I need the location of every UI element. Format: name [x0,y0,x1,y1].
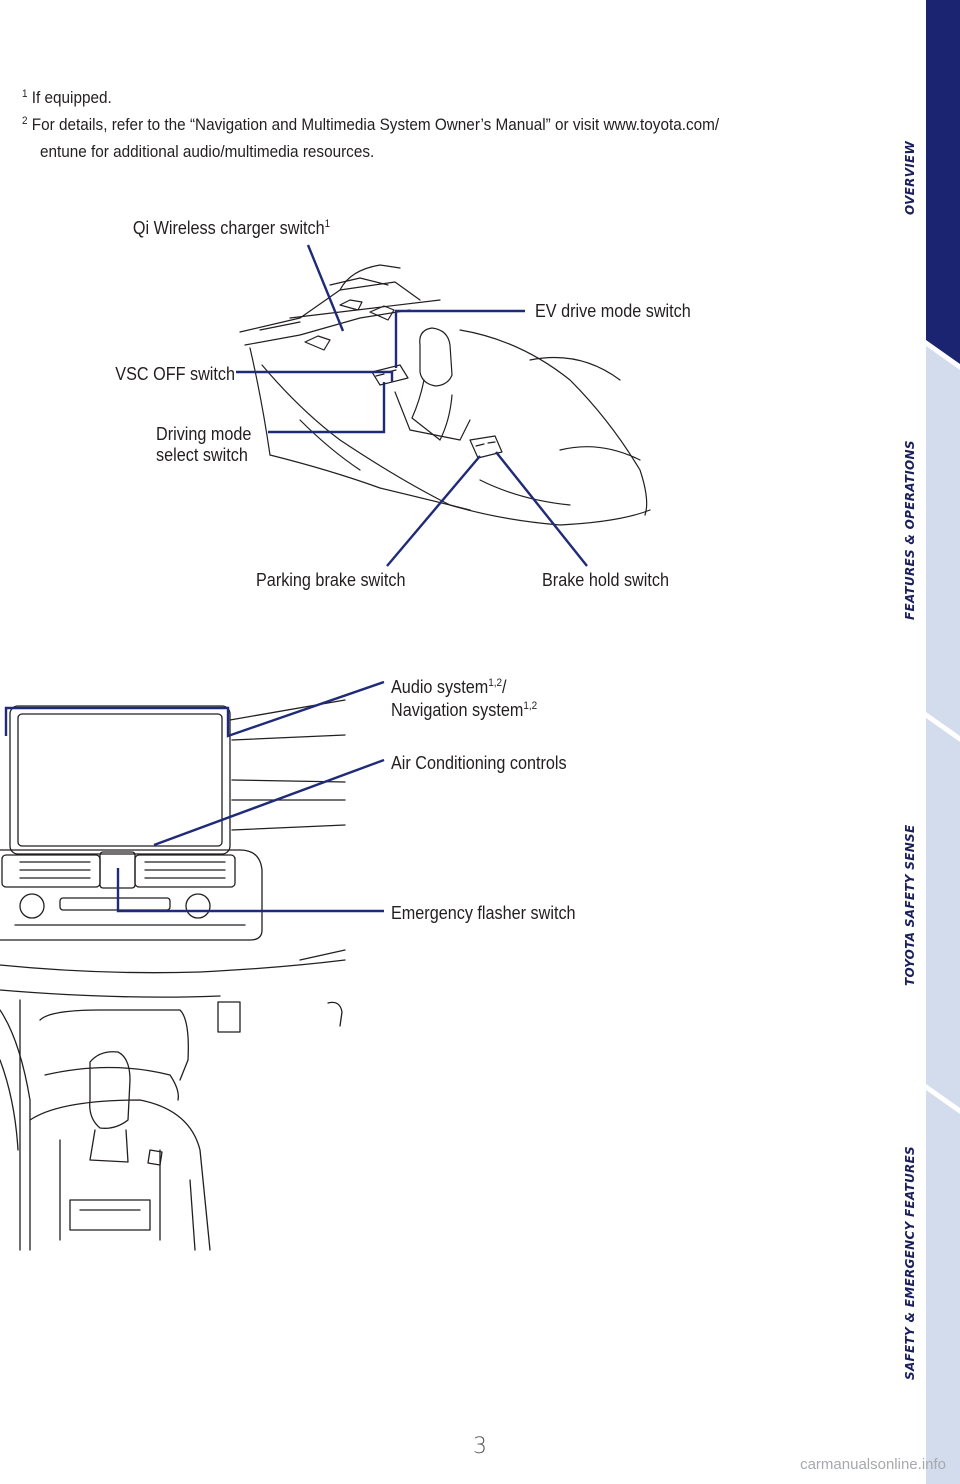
leader-vsc [236,370,394,382]
tab-safety-sense-shape [926,718,960,1108]
label-qi-wireless-charger: Qi Wireless charger switch1 [132,218,330,238]
label-vsc-off: VSC OFF switch [115,364,235,384]
dashboard-illustration [0,244,651,1251]
label-parking-brake: Parking brake switch [256,570,406,590]
footnote-2-continued: entune for additional audio/multimedia r… [40,142,375,161]
tab-safety-emergency-features[interactable]: SAFETY & EMERGENCY FEATURES [903,1145,917,1380]
leader-ev [394,309,525,368]
leader-drive-mode [268,382,386,434]
tab-toyota-safety-sense[interactable]: TOYOTA SAFETY SENSE [903,824,917,987]
tab-features-operations[interactable]: FEATURES & OPERATIONS [903,440,917,620]
label-ev-drive-mode: EV drive mode switch [535,301,691,321]
label-air-conditioning: Air Conditioning controls [391,753,567,773]
tab-safety-emergency-shape [926,1090,960,1484]
leader-ac [153,758,385,847]
leader-brake-hold [495,451,588,567]
tab-features-shape [926,346,960,736]
label-driving-mode-line1: Driving mode [156,424,252,444]
watermark: carmanualsonline.info [800,1456,946,1473]
label-emergency-flasher: Emergency flasher switch [391,903,576,923]
label-audio-system: Audio system1,2/ [391,677,507,697]
leader-lines [4,244,588,913]
tab-overview-shape [926,0,960,364]
footnote-2: 2 For details, refer to the “Navigation … [22,115,720,134]
leader-qi [306,244,345,332]
label-brake-hold: Brake hold switch [542,570,669,590]
leader-flasher [116,868,384,913]
label-driving-mode-line2: select switch [156,445,248,465]
footnote-1: 1 If equipped. [22,88,112,107]
dashboard-drawing [0,699,346,1251]
label-navigation-system: Navigation system1,2 [391,700,538,720]
tab-overview[interactable]: OVERVIEW [903,140,917,215]
sidebar-tabs [926,0,960,1484]
page-number: 3 [473,1434,487,1459]
leader-parking [386,455,481,567]
footnotes: 1 If equipped. 2 For details, refer to t… [22,84,796,165]
leader-audio-nav [4,680,385,738]
